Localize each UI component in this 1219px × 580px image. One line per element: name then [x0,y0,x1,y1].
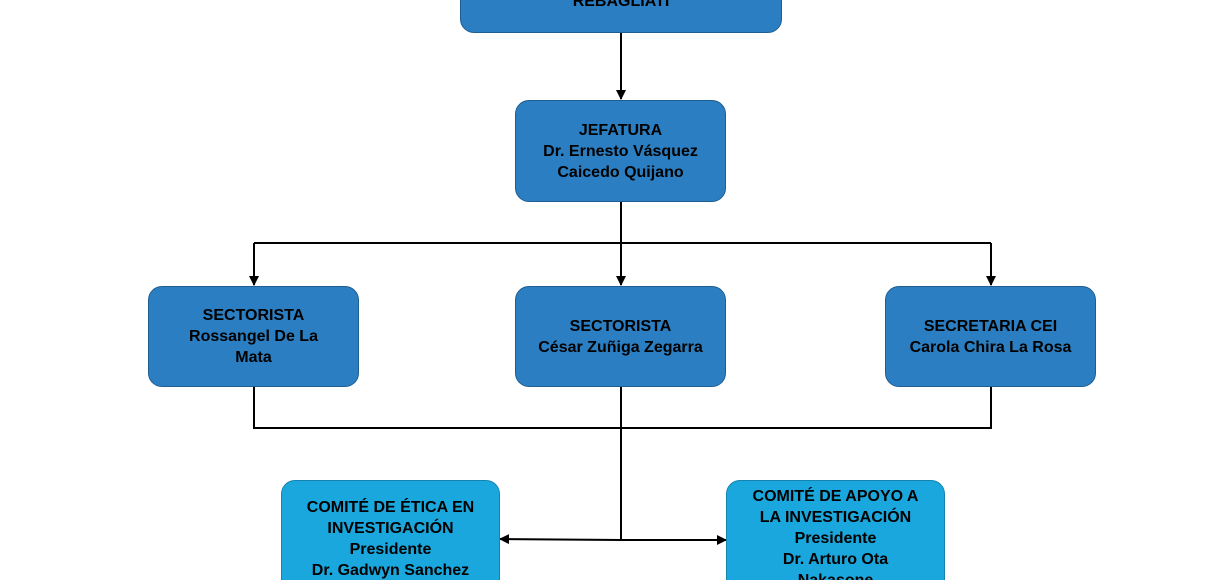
node-sectorista-1-line-2: Rossangel De La [189,328,318,345]
node-sectorista-1: SECTORISTA Rossangel De La Mata [148,286,359,387]
node-sectorista-2-title: SECTORISTA [569,317,672,335]
node-secretaria-line-2: Carola Chira La Rosa [909,338,1072,356]
node-comite-apoyo-name-2: Nakasone [798,570,874,580]
node-jefatura: JEFATURA Dr. Ernesto Vásquez Caicedo Qui… [515,100,726,202]
node-comite-etica-role: Presidente [349,541,432,558]
node-sectorista-2: SECTORISTA César Zuñiga Zegarra [515,286,726,387]
node-sectorista-1-title: SECTORISTA [202,307,305,324]
node-jefatura-line-2: Dr. Ernesto Vásquez [543,142,698,160]
node-comite-apoyo-title-2: LA INVESTIGACIÓN [759,509,912,526]
node-comite-etica-title-1: COMITÉ DE ÉTICA EN [306,499,475,516]
node-comite-apoyo-role: Presidente [794,530,877,547]
node-top: REBAGLIATI [460,0,782,33]
node-sectorista-2-line-2: César Zuñiga Zegarra [538,338,703,356]
node-comite-etica-title-2: INVESTIGACIÓN [327,520,454,537]
node-comite-etica-name: Dr. Gadwyn Sanchez [311,562,470,579]
node-comite-apoyo-title-1: COMITÉ DE APOYO A [752,488,919,505]
node-comite-apoyo-name-1: Dr. Arturo Ota [782,551,889,568]
node-sectorista-1-line-3: Mata [235,349,272,366]
node-secretaria-title: SECRETARIA CEI [923,317,1058,335]
connector-to-comite-etica [499,534,622,545]
node-jefatura-line-3: Caicedo Quijano [557,163,684,181]
node-jefatura-title: JEFATURA [578,121,663,139]
connector-level2-bottom-bus [253,387,992,429]
node-secretaria: SECRETARIA CEI Carola Chira La Rosa [885,286,1096,387]
node-comite-apoyo: COMITÉ DE APOYO A LA INVESTIGACIÓN Presi… [726,480,945,580]
node-top-line-1: REBAGLIATI [572,0,670,10]
node-comite-etica: COMITÉ DE ÉTICA EN INVESTIGACIÓN Preside… [281,480,500,580]
